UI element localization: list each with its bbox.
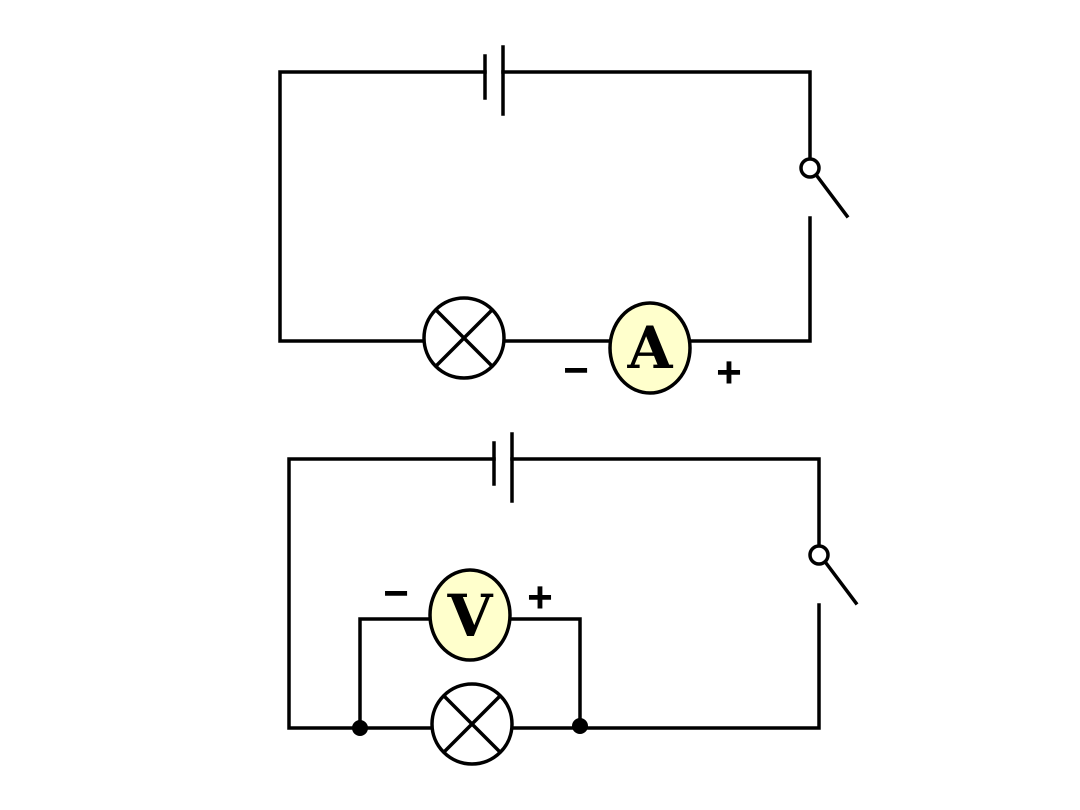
lamp-symbol-2 [430, 682, 514, 766]
wire-voltmeter-left-branch [358, 617, 432, 730]
wire-right-lower [688, 216, 812, 343]
junction-dot-left [352, 720, 368, 736]
wire-voltmeter-right-branch [508, 617, 582, 730]
voltmeter: V [428, 568, 512, 662]
voltmeter-body [428, 568, 512, 662]
wire-right-lower-2 [510, 603, 821, 730]
ammeter-positive-terminal: + [716, 348, 742, 397]
wire-top-right-2 [510, 457, 821, 547]
battery-symbol-2 [492, 432, 514, 503]
lamp-symbol [422, 296, 506, 380]
switch-symbol-2 [808, 544, 859, 606]
voltmeter-circuit: V − + [287, 432, 859, 766]
switch-symbol [799, 157, 850, 219]
voltmeter-label: V [446, 582, 493, 650]
junction-dot-right [572, 718, 588, 734]
ammeter-label: A [626, 314, 673, 382]
wire-top-right [501, 70, 812, 160]
ammeter-circuit: A − + [278, 45, 850, 397]
ammeter-negative-terminal: − [563, 346, 589, 395]
ammeter: A [608, 301, 692, 395]
ammeter-body [608, 301, 692, 395]
voltmeter-positive-terminal: + [527, 573, 553, 622]
battery-symbol [483, 45, 505, 116]
wire-top-left [278, 70, 487, 343]
voltmeter-negative-terminal: − [383, 569, 409, 618]
